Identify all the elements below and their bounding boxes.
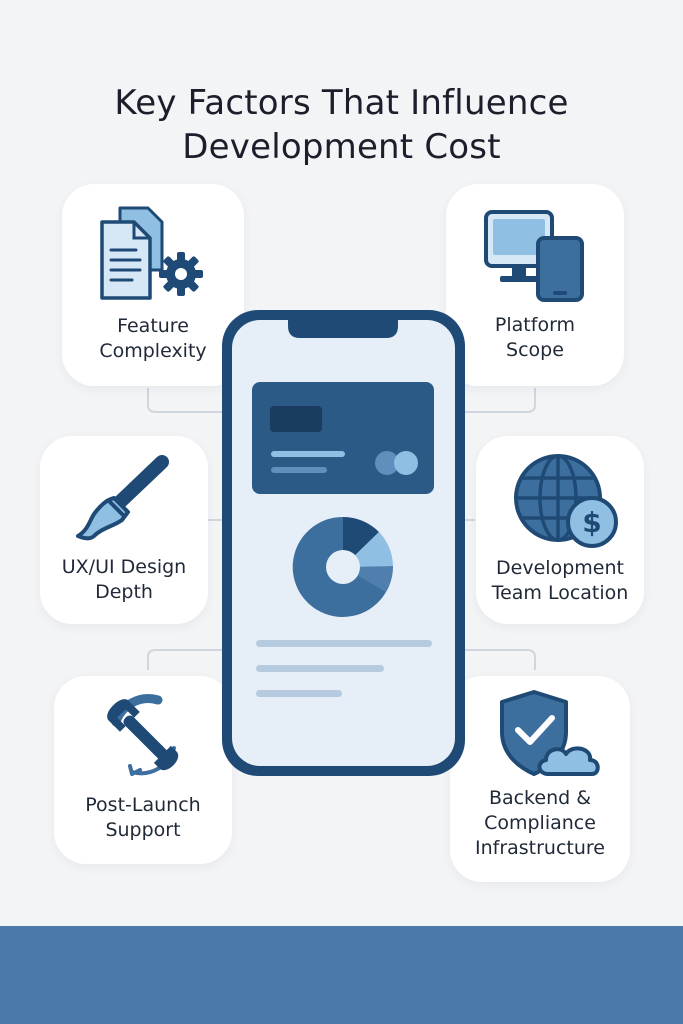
donut-hole xyxy=(326,550,360,584)
paintbrush-icon xyxy=(76,455,169,541)
phone-notch xyxy=(288,318,398,338)
factor-card-platform-scope: Platform Scope xyxy=(446,184,624,386)
feature-label-line-2: Complexity xyxy=(99,340,207,362)
title-line-1: Key Factors That Influence xyxy=(114,82,569,123)
text-line-1 xyxy=(256,640,432,647)
desktop-tablet-icon xyxy=(484,210,584,302)
card-chip xyxy=(270,406,322,432)
documents-gear-icon xyxy=(100,206,203,300)
svg-text:$: $ xyxy=(582,506,601,539)
card-logo-left xyxy=(375,451,399,475)
footer-band xyxy=(0,926,683,1024)
donut-chart xyxy=(292,516,394,617)
design-label-line-1: UX/UI Design xyxy=(61,556,187,578)
team-label-line-2: Team Location xyxy=(491,582,629,604)
feature-label-line-1: Feature xyxy=(117,315,189,337)
factor-card-design-depth: UX/UI Design Depth xyxy=(40,436,208,624)
page-title: Key Factors That Influence Development C… xyxy=(0,81,683,169)
support-label-line-1: Post-Launch xyxy=(85,794,201,816)
factor-card-backend-compliance: Backend & Compliance Infrastructure xyxy=(450,676,630,882)
backend-label-line-2: Compliance xyxy=(484,812,596,834)
factor-card-team-location: $ Development Team Location xyxy=(476,436,644,624)
factor-card-feature-complexity: Feature Complexity xyxy=(62,184,244,386)
text-line-3 xyxy=(256,690,342,697)
card-line-2 xyxy=(271,467,327,473)
team-label-line-1: Development xyxy=(496,557,624,579)
globe-dollar-icon: $ xyxy=(514,454,618,548)
support-label-line-2: Support xyxy=(105,819,181,841)
backend-label-line-3: Infrastructure xyxy=(474,837,605,859)
platform-label-line-2: Scope xyxy=(506,339,564,361)
platform-label-line-1: Platform xyxy=(494,314,576,336)
design-label-line-2: Depth xyxy=(95,581,153,603)
backend-label-line-1: Backend & xyxy=(488,787,592,809)
title-line-2: Development Cost xyxy=(182,126,501,167)
text-line-2 xyxy=(256,665,384,672)
shield-cloud-icon xyxy=(500,690,600,776)
factor-card-post-launch-support: Post-Launch Support xyxy=(54,676,232,864)
payment-card xyxy=(252,382,434,494)
card-logo-right xyxy=(394,451,418,475)
wrench-cycle-icon xyxy=(107,694,179,776)
card-line-1 xyxy=(271,451,345,457)
